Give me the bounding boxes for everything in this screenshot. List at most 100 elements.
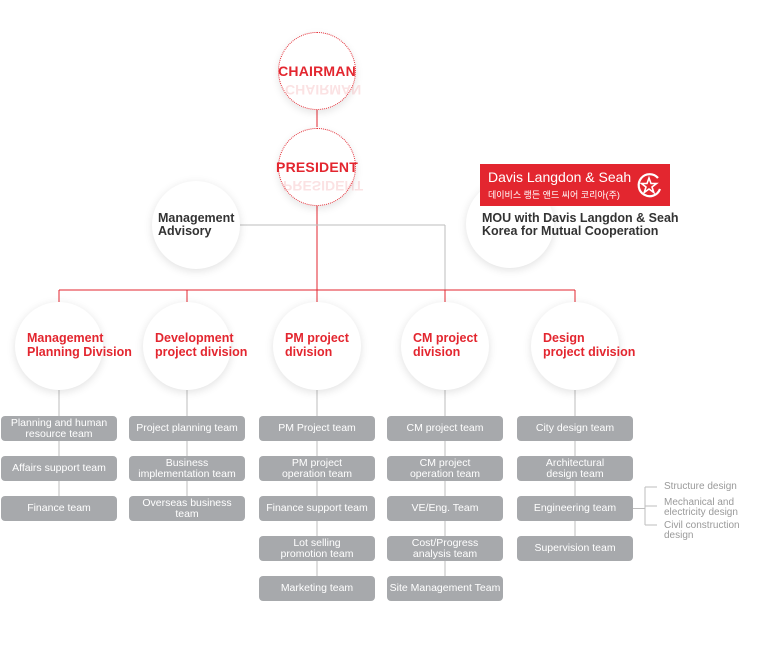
chairman-node: CHAIRMAN bbox=[278, 32, 356, 110]
team-box: Project planning team bbox=[129, 416, 245, 441]
team-label: Finance support team bbox=[266, 503, 368, 514]
team-box: Site Management Team bbox=[387, 576, 503, 601]
team-label: VE/Eng. Team bbox=[412, 503, 479, 514]
team-box: Finance team bbox=[1, 496, 117, 521]
team-label: Marketing team bbox=[281, 583, 353, 594]
team-label-line2: operation team bbox=[281, 467, 353, 480]
team-label-line2: analysis team bbox=[412, 547, 478, 560]
partner-logo: Davis Langdon & Seah 데이비스 랭든 앤드 씨어 코리아(주) bbox=[480, 164, 670, 206]
team-label-line1: City design team bbox=[535, 422, 615, 434]
team-label-line1: Marketing team bbox=[280, 582, 354, 594]
team-label-line1: Overseas business team bbox=[142, 496, 232, 520]
team-label-line1: Architectural bbox=[545, 456, 605, 469]
president-node: PRESIDENT bbox=[276, 128, 358, 206]
division-label-line2: project division bbox=[155, 345, 248, 359]
chairman-reflection: CHAIRMAN bbox=[285, 82, 362, 98]
team-label-line2: resource team bbox=[25, 427, 93, 440]
team-label-line1: CM project bbox=[419, 456, 471, 469]
subteam-label: Structure design bbox=[664, 482, 737, 492]
division-node bbox=[273, 302, 361, 390]
team-label-line1: CM project team bbox=[406, 422, 484, 434]
division-label-line1: Design bbox=[543, 331, 585, 345]
advisory-line1: Management bbox=[158, 211, 235, 225]
team-label-line1: Site Management Team bbox=[389, 582, 501, 594]
team-label: City design team bbox=[536, 423, 614, 434]
team-label: Overseas business team bbox=[131, 496, 243, 520]
team-label: Finance team bbox=[27, 503, 91, 514]
team-label-line1: Business bbox=[165, 456, 209, 469]
team-label: Engineering team bbox=[534, 503, 616, 514]
president-label: PRESIDENT bbox=[276, 159, 358, 175]
team-label-line1: Affairs support team bbox=[12, 462, 106, 474]
subteam-line1: Structure design bbox=[664, 481, 737, 492]
team-label: Site Management Team bbox=[390, 583, 501, 594]
division-node bbox=[15, 302, 103, 390]
team-label-line1: Cost/Progress bbox=[411, 536, 479, 549]
team-label-line1: PM project bbox=[291, 456, 343, 469]
team-box: Supervision team bbox=[517, 536, 633, 561]
division-label-line2: division bbox=[285, 345, 333, 359]
team-label-line1: Planning and human bbox=[10, 416, 108, 429]
team-label-line1: PM Project team bbox=[278, 422, 356, 434]
president-reflection: PRESIDENT bbox=[283, 178, 364, 194]
team-box: City design team bbox=[517, 416, 633, 441]
partner-logo-sub: 데이비스 랭든 앤드 씨어 코리아(주) bbox=[488, 190, 620, 200]
team-box: Finance support team bbox=[259, 496, 375, 521]
division-node bbox=[531, 302, 619, 390]
subteam-line1: Civil construction bbox=[664, 520, 740, 531]
team-label: PM Project team bbox=[278, 423, 356, 434]
team-label-line2: operation team bbox=[409, 467, 481, 480]
advisory-node bbox=[152, 181, 240, 269]
team-box: Engineering team bbox=[517, 496, 633, 521]
division-label-line1: Management bbox=[27, 331, 104, 345]
subteam-line2: design bbox=[664, 530, 694, 541]
team-box: PM Project team bbox=[259, 416, 375, 441]
team-label-line1: Finance team bbox=[27, 502, 91, 514]
team-box: Affairs support team bbox=[1, 456, 117, 481]
chairman-label: CHAIRMAN bbox=[278, 63, 356, 79]
team-box: CM project team bbox=[387, 416, 503, 441]
partner-logo-main: Davis Langdon & Seah bbox=[488, 169, 632, 185]
team-box: Marketing team bbox=[259, 576, 375, 601]
subteam-line1: Mechanical and bbox=[664, 497, 735, 508]
team-label: Affairs support team bbox=[12, 463, 106, 474]
star-icon bbox=[637, 173, 662, 198]
division-node bbox=[401, 302, 489, 390]
team-label-line1: Engineering team bbox=[533, 502, 617, 514]
subteam-line2: electricity design bbox=[664, 507, 738, 518]
team-label-line1: Lot selling bbox=[293, 536, 341, 549]
team-label-line2: promotion team bbox=[280, 547, 354, 560]
team-label: Project planning team bbox=[136, 423, 238, 434]
team-label-line1: VE/Eng. Team bbox=[411, 502, 479, 514]
team-label: CM project team bbox=[406, 423, 483, 434]
advisory-line2: Advisory bbox=[158, 224, 212, 238]
team-label-line1: Finance support team bbox=[266, 502, 368, 514]
team-label-line2: implementation team bbox=[138, 467, 236, 480]
division-label-line1: Development bbox=[155, 331, 234, 345]
division-node bbox=[143, 302, 231, 390]
partner-line2: Korea for Mutual Cooperation bbox=[482, 224, 659, 238]
